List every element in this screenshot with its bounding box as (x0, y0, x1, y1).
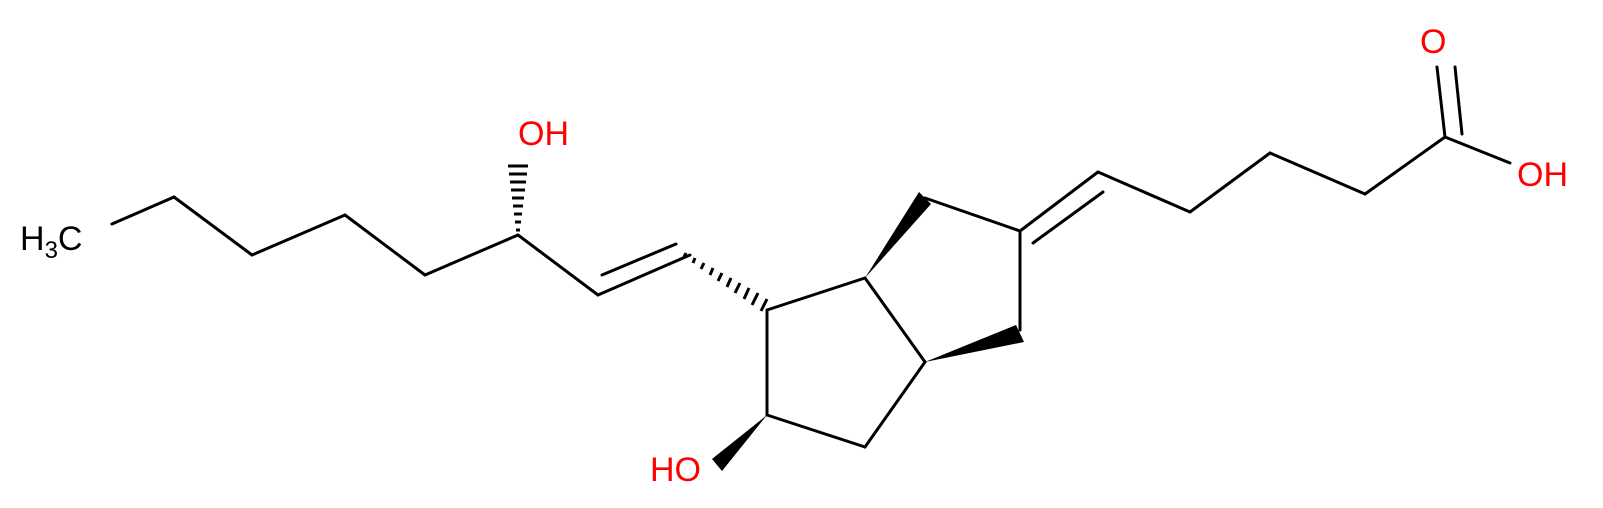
bond (172, 195, 254, 257)
bond (423, 233, 520, 277)
bond (343, 213, 427, 277)
bond (1435, 65, 1447, 139)
hashed-wedge-bond (508, 164, 528, 232)
double-bond-inner (1031, 190, 1105, 245)
bond (765, 413, 867, 449)
ring-hydroxyl-label: HO (650, 451, 701, 489)
bond (863, 360, 927, 449)
bond (596, 253, 692, 297)
carbonyl-oxygen-label: O (1420, 23, 1446, 61)
bond (1363, 135, 1447, 196)
ring-bonds (765, 196, 1022, 449)
bond (863, 276, 927, 364)
acid-chain-bonds (1018, 65, 1512, 245)
side-chain-bonds (110, 195, 692, 297)
bond (1453, 65, 1464, 136)
wedge-bond (925, 325, 1024, 362)
wedge-bond (712, 415, 767, 471)
bond (765, 276, 867, 312)
hashed-wedge-bond (682, 252, 769, 312)
bond (1188, 151, 1272, 214)
bond (1096, 170, 1192, 214)
bond (110, 195, 176, 226)
bond (516, 233, 600, 297)
methyl-label: H3C (20, 220, 82, 264)
side-chain-hydroxyl-label: OH (518, 115, 569, 153)
acid-hydroxyl-label: OH (1517, 156, 1568, 194)
bond (250, 213, 347, 257)
wedge-bond (865, 192, 931, 278)
bond (1018, 170, 1100, 233)
bond (1268, 151, 1367, 196)
double-bond-inner (600, 242, 678, 277)
bond (923, 196, 1022, 233)
bond (1443, 135, 1512, 165)
